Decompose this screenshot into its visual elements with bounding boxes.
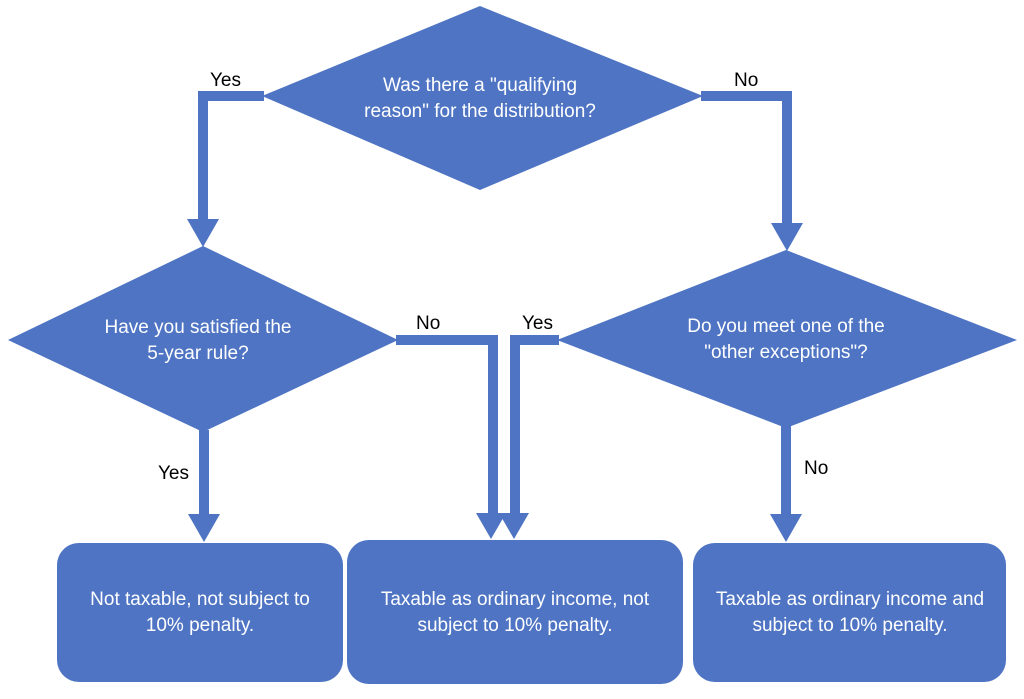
outcome-taxable-with-penalty-text: Taxable as ordinary income and subject t… bbox=[715, 588, 985, 636]
label-qualifying-no: No bbox=[734, 70, 759, 91]
label-exceptions-yes: Yes bbox=[522, 313, 553, 334]
arrow-five-year-yes bbox=[188, 430, 220, 542]
decision-other-exceptions-text: Do you meet one of the "other exceptions… bbox=[687, 315, 885, 363]
arrow-exceptions-yes bbox=[499, 335, 559, 539]
outcome-not-taxable-shape bbox=[57, 543, 343, 682]
outcome-taxable-with-penalty-shape bbox=[693, 543, 1006, 682]
decision-five-year-rule-text: Have you satisfied the 5-year rule? bbox=[104, 316, 292, 364]
label-five-year-no: No bbox=[416, 313, 441, 334]
decision-qualifying-reason-text: Was there a "qualifying reason" for the … bbox=[364, 74, 596, 122]
arrow-qualifying-no bbox=[701, 91, 803, 251]
label-qualifying-yes: Yes bbox=[210, 70, 241, 91]
label-five-year-yes: Yes bbox=[158, 463, 189, 484]
arrow-five-year-no bbox=[396, 335, 506, 539]
outcome-taxable-no-penalty-text: Taxable as ordinary income, not subject … bbox=[380, 588, 650, 636]
label-exceptions-no: No bbox=[804, 458, 829, 479]
arrow-exceptions-no bbox=[770, 426, 802, 542]
decision-qualifying-reason-shape bbox=[262, 6, 703, 190]
outcome-not-taxable-text: Not taxable, not subject to 10% penalty. bbox=[90, 588, 310, 636]
outcome-taxable-no-penalty-shape bbox=[347, 540, 683, 684]
decision-other-exceptions-shape bbox=[557, 250, 1017, 428]
arrow-qualifying-yes bbox=[187, 91, 264, 247]
decision-five-year-rule-shape bbox=[8, 246, 398, 432]
